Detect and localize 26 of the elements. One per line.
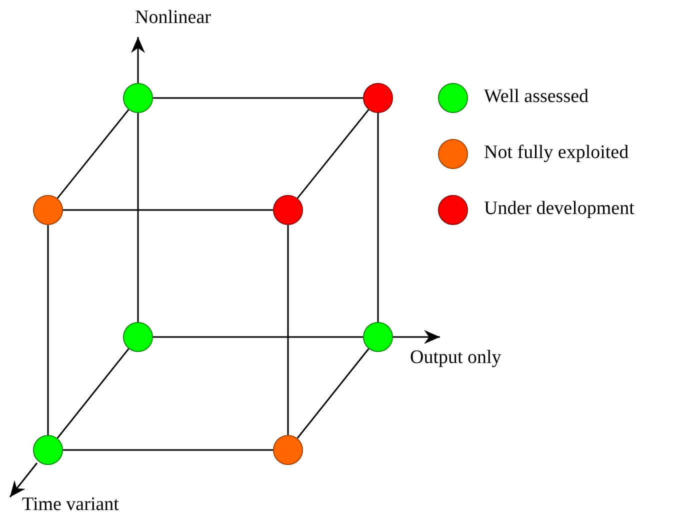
edge-line (296, 109, 370, 199)
vertex-circle (33, 195, 63, 225)
edge-line (137, 113, 139, 322)
edge-line (63, 209, 273, 211)
edge-line (56, 348, 130, 439)
vertex-circle (363, 322, 393, 352)
legend-label: Well assessed (484, 86, 589, 108)
vertex-circle (123, 322, 153, 352)
vertex-circle (33, 435, 63, 465)
edge-line (287, 225, 289, 435)
vertex-circle (123, 83, 153, 113)
legend-label: Not fully exploited (484, 142, 629, 164)
vertex-circle (273, 435, 303, 465)
edge-line (63, 449, 273, 451)
edge-line (377, 113, 379, 322)
edge-line (56, 109, 130, 199)
edge-line (47, 225, 49, 435)
axis-label: Nonlinear (135, 7, 211, 29)
vertex-circle (273, 195, 303, 225)
vertex-circle (363, 83, 393, 113)
legend-label: Under development (484, 198, 634, 220)
edge-line (153, 97, 363, 99)
edge-line (153, 336, 363, 338)
edge-line (296, 348, 370, 439)
axis-label: Output only (410, 347, 502, 369)
axis-label: Time variant (22, 494, 119, 516)
